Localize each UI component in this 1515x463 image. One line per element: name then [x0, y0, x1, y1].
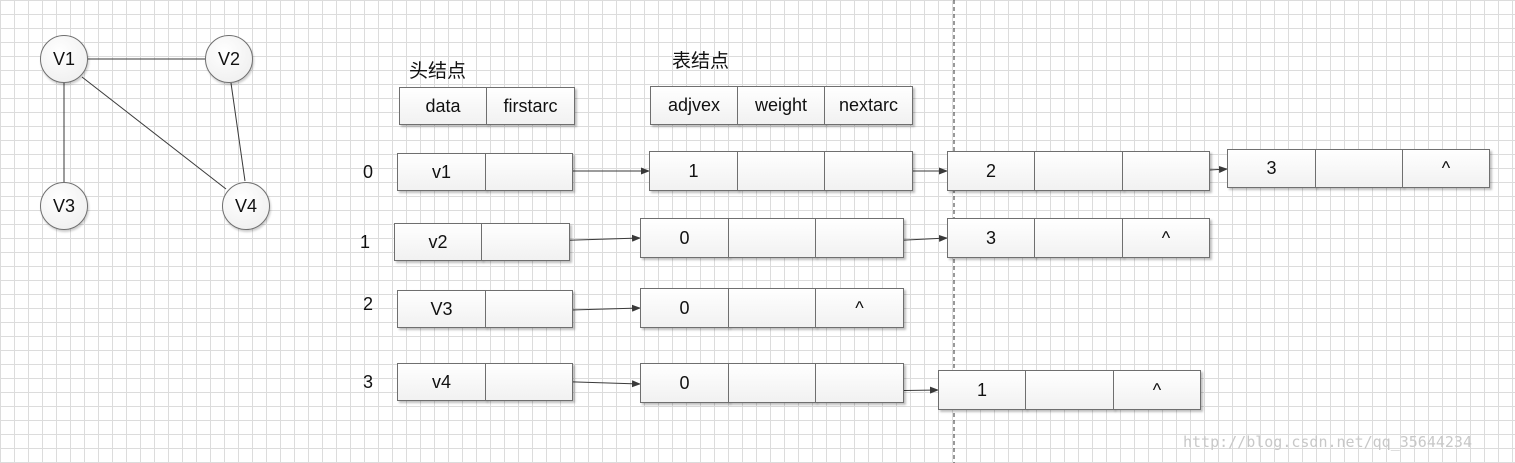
arc-node-weight [1034, 218, 1123, 258]
header-field-data: data [399, 87, 487, 125]
row-index: 1 [360, 232, 371, 252]
arc-node-adjvex: 1 [649, 151, 738, 191]
edge-v1-v4 [81, 76, 227, 190]
arc-node-nextarc: ^ [1402, 149, 1490, 188]
head-node-firstarc [485, 363, 573, 401]
arc-node-title: 表结点 [672, 51, 730, 72]
head-node-data: v1 [397, 153, 486, 191]
edge-v2-v4 [230, 82, 246, 182]
head-node-firstarc [485, 153, 573, 191]
arc-node-nextarc: ^ [1122, 218, 1210, 258]
arc-node-weight [728, 288, 816, 328]
head-node-data: V3 [397, 290, 486, 328]
row-index: 0 [363, 162, 374, 182]
arc-node-nextarc [1122, 151, 1210, 191]
arc-node-adjvex: 0 [640, 288, 729, 328]
header-field-adjvex: adjvex [650, 86, 738, 125]
arc-node-nextarc [815, 363, 904, 403]
arc-node-weight [1034, 151, 1123, 191]
arc-node-weight [737, 151, 825, 191]
row-index: 2 [363, 294, 374, 314]
arc-node-adjvex: 0 [640, 218, 729, 258]
watermark: http://blog.csdn.net/qq_35644234 [1183, 433, 1472, 451]
head-node-data: v2 [394, 223, 482, 261]
head-node-firstarc [481, 223, 570, 261]
arc-node-nextarc: ^ [815, 288, 904, 328]
header-field-weight: weight [737, 86, 825, 125]
graph-node-v1: V1 [40, 35, 88, 83]
head-node-firstarc [485, 290, 573, 328]
header-field-nextarc: nextarc [824, 86, 913, 125]
graph-node-v3: V3 [40, 182, 88, 230]
arc-node-weight [728, 363, 816, 403]
row-index: 3 [363, 372, 374, 392]
arc-node-nextarc [824, 151, 913, 191]
arc-node-weight [1315, 149, 1403, 188]
head-node-title: 头结点 [409, 61, 467, 82]
arc-node-adjvex: 3 [947, 218, 1035, 258]
arc-node-nextarc [815, 218, 904, 258]
graph-node-v2: V2 [205, 35, 253, 83]
header-field-firstarc: firstarc [486, 87, 575, 125]
arc-node-weight [728, 218, 816, 258]
arc-node-adjvex: 3 [1227, 149, 1316, 188]
arc-node-weight [1025, 370, 1114, 410]
graph-node-v4: V4 [222, 182, 270, 230]
arc-node-adjvex: 2 [947, 151, 1035, 191]
head-node-data: v4 [397, 363, 486, 401]
arc-node-nextarc: ^ [1113, 370, 1201, 410]
arc-node-adjvex: 1 [938, 370, 1026, 410]
arc-node-adjvex: 0 [640, 363, 729, 403]
